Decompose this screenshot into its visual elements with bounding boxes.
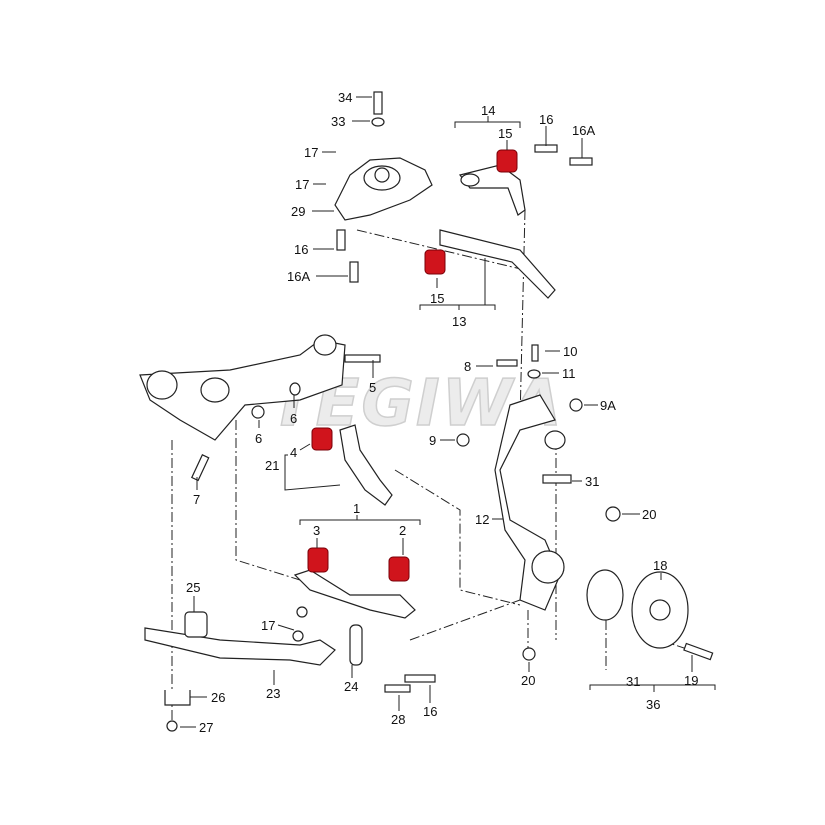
label-18: 18 (653, 558, 667, 573)
label-8: 8 (464, 359, 471, 374)
label-16: 16 (294, 242, 308, 257)
label-34: 34 (338, 90, 352, 105)
label-7: 7 (193, 492, 200, 507)
label-14: 14 (481, 103, 495, 118)
label-10: 10 (563, 344, 577, 359)
label-24: 24 (344, 679, 358, 694)
label-12: 12 (475, 512, 489, 527)
label-3: 3 (313, 523, 320, 538)
label-9A: 9A (600, 398, 616, 413)
label-21: 21 (265, 458, 279, 473)
label-29: 29 (291, 204, 305, 219)
bushing-15-upper[interactable] (496, 149, 518, 173)
bushing-2[interactable] (388, 556, 410, 582)
label-23: 23 (266, 686, 280, 701)
label-20: 20 (642, 507, 656, 522)
bushing-15-lower[interactable] (424, 249, 446, 275)
label-1: 1 (353, 501, 360, 516)
label-16: 16 (539, 112, 553, 127)
label-4: 4 (290, 445, 297, 460)
label-5: 5 (369, 380, 376, 395)
label-19: 19 (684, 673, 698, 688)
label-16A: 16A (287, 269, 310, 284)
control-arm-21 (339, 424, 393, 506)
bushing-3[interactable] (307, 547, 329, 573)
label-25: 25 (186, 580, 200, 595)
label-33: 33 (331, 114, 345, 129)
label-11: 11 (562, 366, 576, 381)
subframe (139, 334, 381, 482)
leader-lines (180, 96, 716, 728)
label-13: 13 (452, 314, 466, 329)
label-15: 15 (430, 291, 444, 306)
label-17: 17 (304, 145, 318, 160)
label-20: 20 (521, 673, 535, 688)
label-27: 27 (199, 720, 213, 735)
label-28: 28 (391, 712, 405, 727)
part-number-labels: 34 33 17 17 29 16 16A 14 15 16 16A 15 13… (186, 90, 698, 735)
label-9: 9 (429, 433, 436, 448)
label-26: 26 (211, 690, 225, 705)
wheel-hub-assembly (586, 569, 714, 661)
label-15: 15 (498, 126, 512, 141)
upper-mount-bracket (334, 91, 433, 283)
label-6: 6 (290, 411, 297, 426)
label-6: 6 (255, 431, 262, 446)
bushing-4[interactable] (311, 427, 333, 451)
label-2: 2 (399, 523, 406, 538)
label-31: 31 (585, 474, 599, 489)
label-16A: 16A (572, 123, 595, 138)
label-31: 31 (626, 674, 640, 689)
steering-knuckle (456, 344, 621, 661)
label-36: 36 (646, 697, 660, 712)
lower-control-arm-1 (293, 569, 416, 619)
label-16: 16 (423, 704, 437, 719)
label-17: 17 (261, 618, 275, 633)
anti-roll-bar (144, 606, 436, 732)
highlighted-bushings (307, 149, 518, 582)
label-17: 17 (295, 177, 309, 192)
